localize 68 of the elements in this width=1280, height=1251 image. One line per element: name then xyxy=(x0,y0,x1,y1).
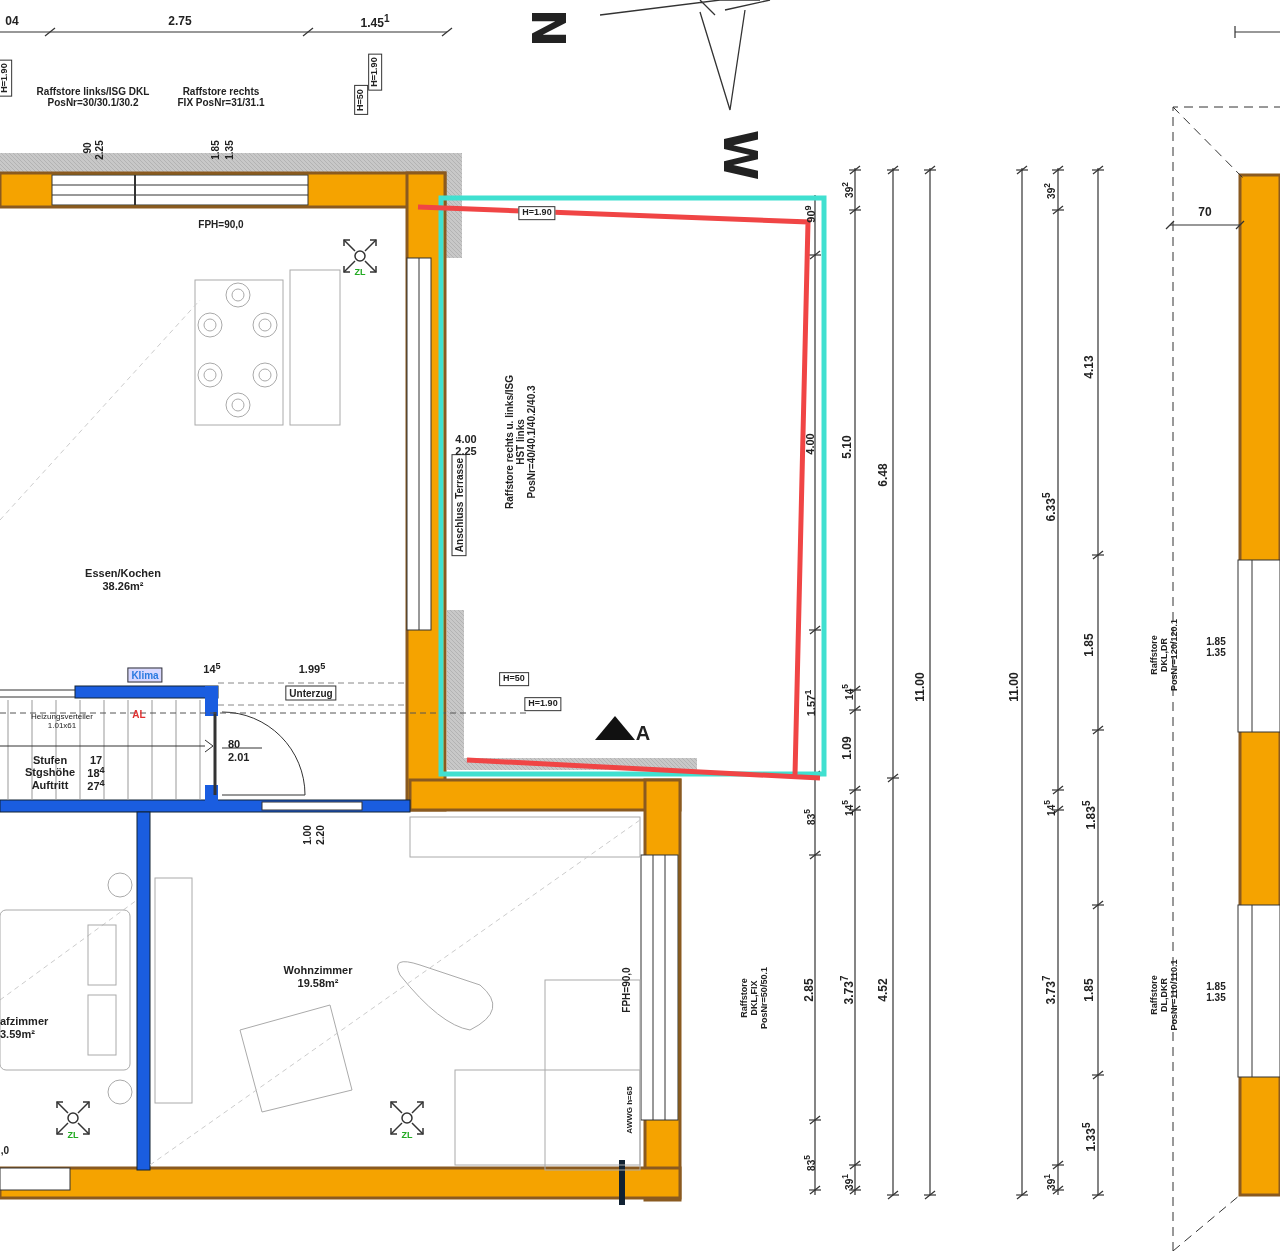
valve-note: AWWG h=65 xyxy=(625,1086,635,1134)
dimension-text: 1.85 xyxy=(1206,635,1226,647)
dimension-text: 04 xyxy=(5,15,19,29)
dimension-text: 2.01 xyxy=(228,750,250,764)
dimension-text: ,0 xyxy=(0,1144,10,1156)
compass-letter: N xyxy=(522,8,574,48)
height-tag: H=1.90 xyxy=(368,53,382,91)
window-note: Raffstore DKL,DR PosNr=120/120.1 xyxy=(1150,619,1180,691)
dimension-text: 4.00 xyxy=(803,433,817,455)
compass-letter: W xyxy=(714,129,766,181)
dimension-text: 70 xyxy=(1198,206,1212,220)
dimension-text: 4.13 xyxy=(1083,355,1097,379)
section-letter: A xyxy=(635,722,651,744)
dimension-text: 2.25 xyxy=(93,140,105,160)
air-outlet-label: AL xyxy=(132,708,146,720)
heating-note: Heizungsverteiler 1.01x61 xyxy=(31,713,93,731)
stair-table-text: Stufen xyxy=(32,753,68,767)
dimension-text: 4.52 xyxy=(877,978,891,1002)
dimension-text: 2.20 xyxy=(314,825,326,845)
height-tag: H=50 xyxy=(499,672,529,686)
dimension-text: 5.10 xyxy=(841,435,855,459)
sill-height-text: FPH=90,0 xyxy=(620,967,632,1013)
vent-label: ZL xyxy=(67,1131,79,1141)
dimension-text: 6.48 xyxy=(877,463,891,487)
dimension-text: 1.85 xyxy=(209,140,221,160)
stair-table-text: Auftritt xyxy=(31,778,69,792)
room-area-text: 19.58m² xyxy=(297,977,339,991)
stair-table-text: 18$^{4}$ xyxy=(87,764,105,780)
window-note: Raffstore rechts u. links/ISG HST links PosNr=40/40.1/40.2/40.3 xyxy=(503,374,537,511)
height-tag: H=1.90 xyxy=(0,59,12,97)
room-area-text: 3.59m² xyxy=(0,1028,35,1042)
dimension-text: 1.85 xyxy=(1083,978,1097,1002)
window-note: Raffstore rechts FIX PosNr=31/31.1 xyxy=(176,86,266,108)
dimension-text: 1.35 xyxy=(1206,646,1226,658)
dimension-text: 11.00 xyxy=(914,672,928,702)
room-area-text: 38.26m² xyxy=(102,580,144,594)
dimension-text: 14$^{5}$ xyxy=(203,660,221,676)
dimension-text: 1.45$^{1}$ xyxy=(360,13,390,31)
dimension-text: 4.00 xyxy=(455,432,477,446)
stair-table-text: 27$^{4}$ xyxy=(87,777,105,793)
dimension-text: 2.85 xyxy=(803,978,817,1002)
vent-label: ZL xyxy=(401,1131,413,1141)
sill-height-text: FPH=90,0 xyxy=(198,218,244,230)
vent-label: ZL xyxy=(354,268,366,278)
height-tag: H=1.90 xyxy=(524,697,562,711)
dimension-text: 1.35 xyxy=(1206,991,1226,1003)
height-tag: H=50 xyxy=(354,85,368,115)
dimension-text: 90 xyxy=(81,142,93,154)
dimension-text: 11.00 xyxy=(1008,672,1022,702)
dimension-text: 1.09 xyxy=(841,736,855,760)
room-name-text: Wohnzimmer xyxy=(283,963,353,977)
dimension-text: 1.00 xyxy=(301,825,313,845)
stair-table-text: Stgshöhe xyxy=(24,765,76,779)
dimension-text: 1.99$^{5}$ xyxy=(298,660,326,676)
window-note: Raffstore links/ISG DKL PosNr=30/30.1/30.2 xyxy=(35,86,151,108)
room-name-text: Essen/Kochen xyxy=(85,566,161,580)
height-tag: H=1.90 xyxy=(518,206,556,220)
dimension-text: 80 xyxy=(228,737,241,751)
dimension-text: 1.85 xyxy=(1083,633,1097,657)
room-name-text: afzimmer xyxy=(0,1015,49,1029)
stair-table-text: 17 xyxy=(89,753,103,767)
climate-unit-tag: Klima xyxy=(127,667,163,683)
dimension-text: 2.75 xyxy=(168,15,192,29)
window-note: Raffstore DL,DKR PosNr=110/110.1 xyxy=(1150,959,1180,1031)
window-note: Raffstore DKL,FIX PosNr=50/50.1 xyxy=(740,967,770,1029)
dimension-text: 1.85 xyxy=(1206,980,1226,992)
note-tag: Unterzug xyxy=(285,685,337,701)
dimension-text: 1.35 xyxy=(223,140,235,160)
